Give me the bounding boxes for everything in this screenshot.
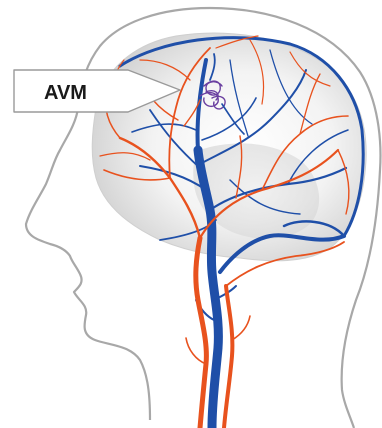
carotid-artery	[196, 238, 207, 428]
avm-label: AVM	[44, 82, 87, 104]
